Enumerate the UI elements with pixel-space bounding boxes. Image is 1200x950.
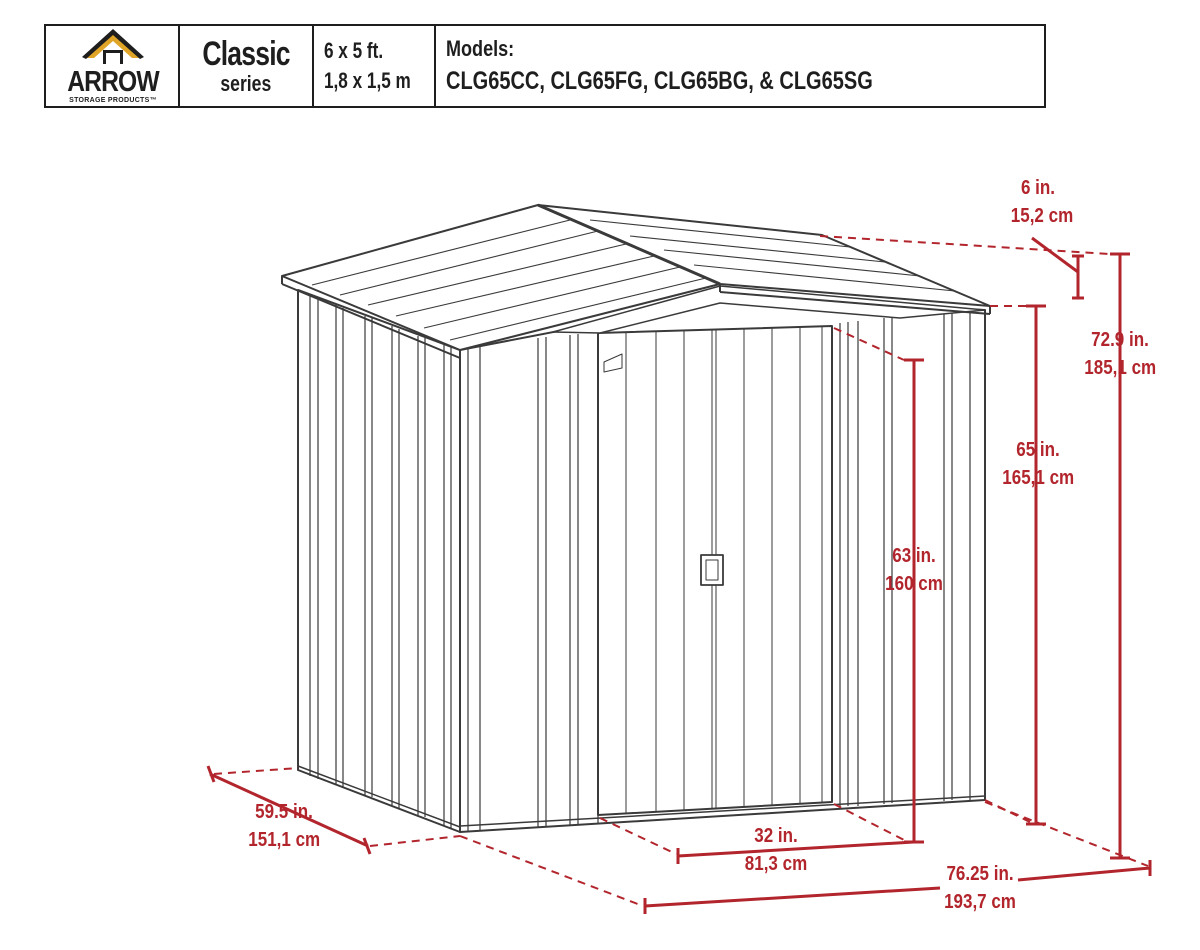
roof-right-ribs — [589, 219, 956, 292]
series-label: series — [220, 71, 272, 96]
shed-illustration — [281, 203, 991, 833]
models-list: CLG65CC, CLG65FG, CLG65BG, & CLG65SG — [446, 67, 873, 95]
door-height-metric: 160 cm — [885, 573, 943, 595]
spec-header: ARROW STORAGE PRODUCTS™ Classic series 6… — [44, 24, 1046, 108]
shed-side-wall — [297, 289, 461, 833]
brand-name: ARROW — [67, 66, 159, 98]
side-wall-ribs — [309, 296, 452, 828]
door-height-imperial: 63 in. — [892, 545, 936, 567]
brand-tagline: STORAGE PRODUCTS™ — [69, 97, 157, 104]
depth-imperial: 59.5 in. — [255, 801, 313, 823]
front-wall-ribs — [467, 312, 971, 831]
wall-height-metric: 165,1 cm — [1002, 467, 1075, 489]
roof-left-ribs — [311, 219, 707, 341]
models-label: Models: — [446, 36, 515, 61]
series-cell: Classic series — [180, 26, 314, 106]
eave-overhang-metric: 15,2 cm — [1010, 205, 1074, 227]
door-width-label: 32 in. 81,3 cm — [744, 822, 809, 878]
brand-logo: ARROW STORAGE PRODUCTS™ — [46, 26, 180, 106]
series-name: Classic — [202, 35, 290, 73]
peak-height-label: 72.9 in. 185,1 cm — [1084, 326, 1157, 382]
eave-overhang-label: 6 in. 15,2 cm — [1010, 174, 1074, 230]
models-cell: Models: CLG65CC, CLG65FG, CLG65BG, & CLG… — [436, 26, 1044, 106]
door-height-label: 63 in. 160 cm — [882, 542, 947, 598]
width-metric: 193,7 cm — [944, 891, 1016, 913]
dimension-lines — [206, 235, 1152, 914]
door-width-imperial: 32 in. — [754, 825, 798, 847]
house-roof-icon — [82, 29, 144, 64]
peak-height-imperial: 72.9 in. — [1091, 329, 1149, 351]
width-imperial: 76.25 in. — [946, 863, 1014, 885]
size-cell: 6 x 5 ft. 1,8 x 1,5 m — [314, 26, 436, 106]
size-metric: 1,8 x 1,5 m — [324, 68, 411, 93]
depth-label: 59.5 in. 151,1 cm — [248, 798, 321, 854]
door-width-metric: 81,3 cm — [744, 853, 808, 875]
width-label: 76.25 in. 193,7 cm — [941, 860, 1019, 916]
size-imperial: 6 x 5 ft. — [324, 38, 384, 63]
wall-height-imperial: 65 in. — [1016, 439, 1060, 461]
peak-height-metric: 185,1 cm — [1084, 357, 1157, 379]
eave-overhang-imperial: 6 in. — [1020, 177, 1055, 199]
depth-metric: 151,1 cm — [248, 829, 321, 851]
wall-height-label: 65 in. 165,1 cm — [1002, 436, 1075, 492]
